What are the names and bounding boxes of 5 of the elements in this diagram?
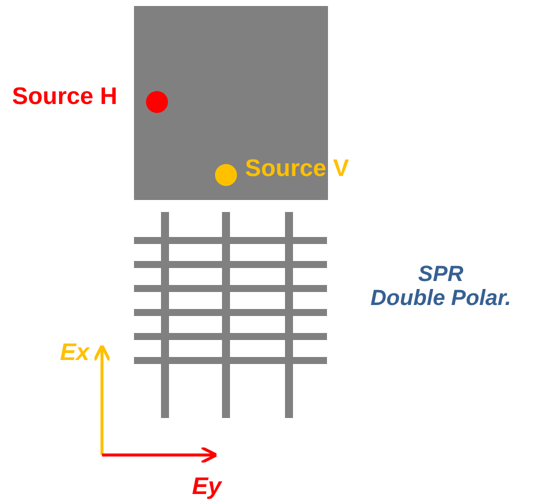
source-label: Source V (245, 156, 350, 182)
axis-label: Ex (60, 340, 90, 366)
source-label: Source H (12, 84, 118, 110)
polarization-label: SPR Double Polar. (370, 262, 512, 310)
axis-label: Ey (192, 474, 222, 500)
